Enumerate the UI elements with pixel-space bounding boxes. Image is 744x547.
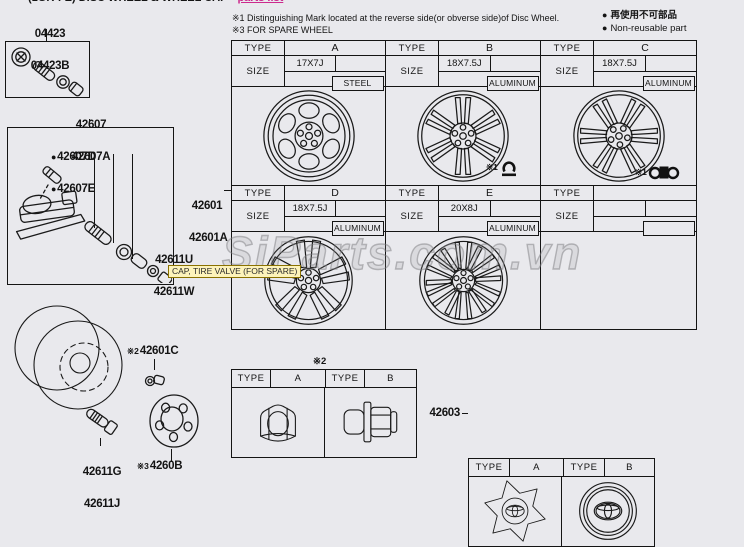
part-label-42611u-w[interactable]: 42611U 42611W bbox=[153, 254, 195, 298]
alloy-wheel-d-drawing bbox=[264, 235, 353, 325]
non-reusable-bullet-icon: ● bbox=[602, 23, 608, 33]
wheel-ornament-table: TYPE A TYPE B bbox=[468, 458, 655, 547]
type-value: B bbox=[485, 42, 493, 54]
ornament-b-drawing bbox=[579, 482, 637, 540]
leader-line bbox=[46, 29, 47, 41]
wheel-panel-a: TYPE A SIZE 17X7J STEEL bbox=[232, 41, 386, 186]
tpms-sensor-valve-drawing bbox=[15, 166, 172, 283]
lug-nut-a-drawing bbox=[259, 404, 296, 442]
sensor-assembly-box: ●42607D ●42607E bbox=[7, 127, 174, 285]
leader-line bbox=[89, 119, 90, 127]
material-label: ALUMINUM bbox=[486, 76, 539, 91]
type-header: TYPE bbox=[386, 41, 439, 55]
size-value bbox=[594, 201, 646, 216]
leader-line bbox=[224, 190, 231, 191]
legend: ●再使用不可部品 ●Non-reusable part bbox=[602, 9, 686, 35]
part-label-42601[interactable]: 42601 42601A bbox=[189, 200, 228, 244]
leader-line bbox=[171, 449, 172, 462]
valve-kit-box bbox=[5, 41, 90, 98]
leader-line bbox=[462, 413, 468, 414]
size-value: 17X7J bbox=[285, 56, 336, 71]
alloy-wheel-e-drawing bbox=[418, 235, 508, 325]
part-label-42603[interactable]: 42603 bbox=[429, 407, 461, 419]
size-header: SIZE bbox=[232, 56, 285, 86]
spare-wheel-cap-drawing bbox=[149, 394, 199, 448]
part-label-42601c[interactable]: ※2 42601C bbox=[127, 345, 179, 357]
type-header: TYPE bbox=[232, 41, 285, 55]
wheel-type-table: TYPE A SIZE 17X7J STEEL TYPE B SIZE 18X7… bbox=[231, 40, 697, 330]
type-value: B bbox=[626, 462, 633, 473]
material-label: ALUMINUM bbox=[642, 76, 695, 91]
size-value: 18X7.5J bbox=[439, 56, 491, 71]
part-label-42607d-e[interactable]: ●42607D ●42607E bbox=[51, 151, 96, 195]
legend-jp-label: 再使用不可部品 bbox=[610, 10, 677, 21]
material-label: ALUMINUM bbox=[486, 221, 539, 236]
distinguishing-mark-c: ※1 bbox=[635, 162, 680, 182]
type-header: TYPE bbox=[232, 186, 285, 200]
distinguishing-mark-b: ※1 bbox=[486, 158, 519, 177]
note-spare-wheel: ※3 FOR SPARE WHEEL bbox=[232, 25, 333, 35]
note-distinguishing-mark: ※1 Distinguishing Mark located at the re… bbox=[232, 13, 560, 23]
leader-line bbox=[113, 154, 114, 243]
part-label-04423[interactable]: 04423 04423B bbox=[30, 28, 70, 72]
size-header: SIZE bbox=[232, 201, 285, 231]
cap-tire-valve-highlight[interactable]: CAP, TIRE VALVE (FOR SPARE) bbox=[168, 265, 302, 278]
size-header: SIZE bbox=[386, 56, 439, 86]
size-value: 20X8J bbox=[439, 201, 491, 216]
part-label-42607[interactable]: 42607 42607A bbox=[71, 119, 111, 163]
type-header: TYPE bbox=[326, 370, 365, 387]
steel-wheel-a-drawing bbox=[262, 89, 355, 182]
material-label: ALUMINUM bbox=[331, 221, 384, 236]
wheel-panel-c: TYPE C SIZE 18X7.5J ALUMINUM ※1 bbox=[541, 41, 696, 186]
size-value: 18X7.5J bbox=[285, 201, 336, 216]
non-reusable-bullet-icon: ● bbox=[51, 183, 57, 194]
size-header: SIZE bbox=[386, 201, 439, 231]
nut-table-ref: ※2 bbox=[313, 356, 327, 367]
type-header: TYPE bbox=[541, 186, 594, 200]
wheel-panel-d: TYPE D SIZE 18X7.5J ALUMINUM bbox=[232, 186, 386, 329]
size-header: SIZE bbox=[541, 201, 594, 231]
material-label bbox=[642, 221, 695, 236]
type-header: TYPE bbox=[564, 459, 605, 476]
type-value: A bbox=[331, 42, 339, 54]
wheel-panel-empty: TYPE SIZE bbox=[541, 186, 696, 329]
type-header: TYPE bbox=[469, 459, 510, 476]
mark-cloud-icon bbox=[648, 166, 680, 180]
size-value: 18X7.5J bbox=[594, 56, 646, 71]
page-title-fragment: (1GR-FE) DISC WHEEL & WHEEL CAP bbox=[28, 0, 227, 4]
title-link[interactable]: parts list bbox=[237, 0, 283, 4]
lug-nut-b-drawing bbox=[343, 401, 398, 443]
spare-valve-stem-drawing bbox=[86, 408, 118, 435]
part-label-42611g-j[interactable]: 42611G 42611J bbox=[82, 466, 122, 510]
type-value bbox=[594, 186, 696, 200]
size-header: SIZE bbox=[541, 56, 594, 86]
leader-line bbox=[132, 154, 133, 259]
type-value: A bbox=[510, 459, 564, 476]
type-header: TYPE bbox=[232, 370, 271, 387]
spare-valve-drawing bbox=[144, 374, 165, 387]
type-header: TYPE bbox=[541, 41, 594, 55]
non-reusable-bullet-icon: ● bbox=[51, 152, 57, 162]
spare-wheel-drawing bbox=[14, 305, 123, 410]
ornament-a-drawing bbox=[484, 480, 546, 542]
material-label: STEEL bbox=[331, 76, 384, 91]
clipped-title-bar: (1GR-FE) DISC WHEEL & WHEEL CAP parts lis… bbox=[0, 0, 744, 6]
non-reusable-bullet-icon: ● bbox=[602, 10, 608, 20]
mark-omega-icon bbox=[501, 161, 516, 177]
leader-line bbox=[100, 438, 101, 446]
leader-line bbox=[154, 359, 155, 370]
type-value: E bbox=[485, 187, 493, 199]
part-label-4260b[interactable]: ※3 4260B bbox=[137, 460, 183, 472]
type-value: A bbox=[271, 370, 326, 387]
type-value: B bbox=[387, 373, 394, 384]
wheel-panel-b: TYPE B SIZE 18X7.5J ALUMINUM ※1 bbox=[386, 41, 541, 186]
legend-en-label: Non-reusable part bbox=[610, 23, 687, 34]
type-header: TYPE bbox=[386, 186, 439, 200]
type-value: C bbox=[641, 42, 649, 54]
wheel-panel-e: TYPE E SIZE 20X8J ALUMINUM bbox=[386, 186, 541, 329]
tire-valve-kit-drawing bbox=[11, 47, 84, 97]
type-value: D bbox=[331, 187, 339, 199]
lug-nut-table: TYPE A TYPE B bbox=[231, 369, 417, 458]
leader-line bbox=[94, 154, 95, 228]
